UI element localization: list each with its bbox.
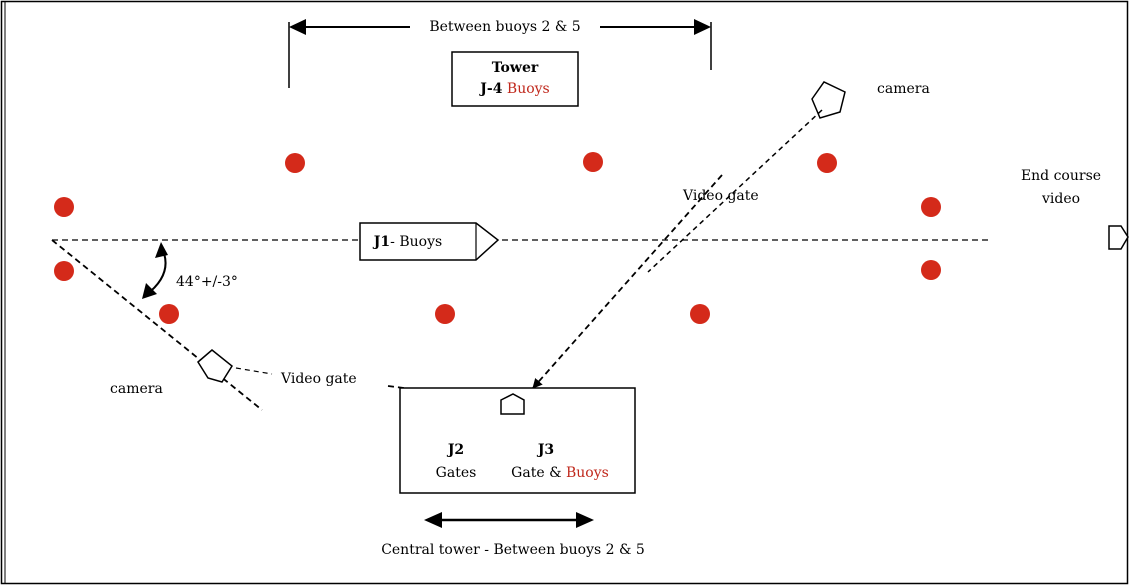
buoy — [435, 304, 455, 324]
camera-top-label: camera — [877, 81, 930, 97]
camera-icon — [197, 349, 233, 383]
j2-label: Gates — [436, 465, 477, 481]
tower-box — [451, 51, 579, 107]
j1-boat-judge: J1 — [372, 234, 390, 250]
buoy — [54, 197, 74, 217]
end-course-camera-icon — [1108, 225, 1129, 250]
camera-left-label: camera — [110, 381, 163, 397]
top-span-arrow — [288, 19, 712, 88]
camera-left-dash — [235, 367, 273, 375]
j3-label: Gate & Buoys — [511, 465, 609, 481]
j1-boat-shape — [359, 222, 500, 261]
tower-buoys: Buoys — [507, 81, 550, 97]
j1-boat-label: J1- Buoys — [372, 234, 442, 250]
buoy — [159, 304, 179, 324]
video-gate-left-label: Video gate — [280, 371, 357, 387]
camera-top-sightline — [647, 109, 823, 273]
angle-arrow-bottom — [142, 283, 157, 299]
j3-label-prefix: Gate & — [511, 465, 566, 481]
tower-judge-line: J-4 Buoys — [478, 81, 549, 97]
buoys — [54, 152, 941, 324]
bottom-span-arrow — [424, 512, 594, 528]
buoy — [583, 152, 603, 172]
buoy — [690, 304, 710, 324]
buoy — [921, 197, 941, 217]
buoy — [817, 153, 837, 173]
video-gate-top-arrow — [532, 174, 723, 389]
angle-arrow-top — [155, 242, 168, 258]
end-course-line2: video — [1041, 191, 1080, 207]
top-span-label: Between buoys 2 & 5 — [429, 19, 580, 35]
camera-icon — [811, 81, 846, 119]
buoy — [54, 261, 74, 281]
tower-title: Tower — [492, 60, 539, 76]
j1-boat-text: - Buoys — [390, 234, 442, 250]
bottom-span-label: Central tower - Between buoys 2 & 5 — [381, 542, 645, 558]
tower-judge: J-4 — [478, 81, 502, 97]
central-camera-icon — [500, 393, 525, 415]
j3-judge: J3 — [536, 442, 554, 458]
buoy — [285, 153, 305, 173]
j2-judge: J2 — [446, 442, 464, 458]
angle-label: 44°+/-3° — [176, 274, 238, 290]
left-sightline — [51, 239, 263, 411]
end-course-line1: End course — [1021, 168, 1101, 184]
video-gate-top-label: Video gate — [682, 188, 759, 204]
buoy — [921, 260, 941, 280]
j3-label-buoys: Buoys — [566, 465, 609, 481]
